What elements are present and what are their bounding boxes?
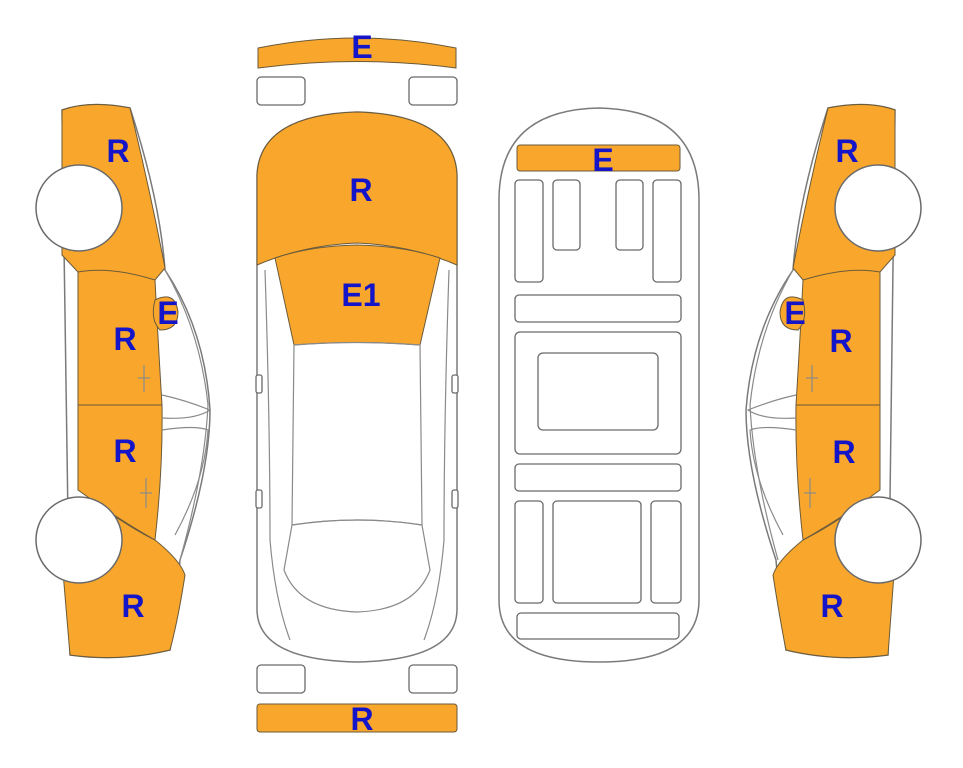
left-rear-door-label: R [113, 433, 136, 469]
top-view: E R E1 R [255, 29, 459, 737]
left-side-roof-line [164, 269, 209, 561]
right-mirror-label: E [784, 295, 805, 331]
interior-front-right-panel [650, 500, 682, 604]
left-mirror[interactable] [152, 296, 179, 331]
right-side-roof-line [749, 269, 794, 561]
front-left-light [256, 76, 306, 106]
windshield-label: E1 [341, 277, 380, 313]
interior-view: E [498, 107, 700, 663]
interior-dashboard [516, 612, 680, 640]
interior-rear-seat-right [615, 179, 644, 251]
left-side-rear-window-line [161, 426, 209, 536]
left-rear-quarter-label: R [121, 588, 144, 624]
right-side-view: R E R R R [745, 103, 922, 659]
left-side-view: R E R R R [35, 103, 212, 659]
right-front-fender-label: R [835, 133, 858, 169]
left-front-fender-label: R [106, 133, 129, 169]
rear-left-light [256, 664, 306, 694]
rear-bumper-label: R [350, 701, 373, 737]
hood[interactable] [256, 111, 458, 266]
trunk-interior-label: E [592, 142, 613, 178]
left-mirror-label: E [157, 295, 178, 331]
top-left-rear-handle [255, 489, 263, 509]
right-rear-quarter-label: R [820, 588, 843, 624]
left-rear-wheel [35, 496, 123, 584]
front-bumper-label: E [351, 29, 372, 65]
interior-middle-panel [537, 352, 659, 431]
top-rear-window [283, 519, 431, 613]
interior-rear-seat-left [552, 179, 581, 251]
interior-rear-right-panel [652, 179, 682, 283]
top-right-mirror [451, 374, 459, 394]
interior-rear-left-panel [514, 179, 544, 283]
hood-label: R [349, 172, 372, 208]
interior-rear-bench [514, 294, 682, 323]
left-front-wheel [35, 164, 123, 252]
trunk-interior-panel[interactable] [516, 144, 681, 172]
right-front-door-label: R [829, 323, 852, 359]
interior-front-bench [514, 463, 682, 492]
interior-front-left-panel [514, 500, 544, 604]
right-side-rear-window-line [749, 426, 797, 536]
rear-right-light [408, 664, 458, 694]
right-front-wheel [834, 164, 922, 252]
top-left-mirror [255, 374, 263, 394]
right-side-window-line [746, 394, 797, 419]
left-front-door[interactable] [77, 269, 163, 406]
right-mirror[interactable] [779, 296, 806, 331]
left-front-door-label: R [113, 321, 136, 357]
right-rear-door-label: R [832, 434, 855, 470]
top-right-rear-handle [451, 489, 459, 509]
front-right-light [408, 76, 458, 106]
right-front-door[interactable] [795, 269, 881, 406]
top-right-pillar-line [423, 269, 450, 641]
right-rear-wheel [834, 496, 922, 584]
front-bumper[interactable] [257, 37, 457, 69]
rear-bumper[interactable] [256, 703, 458, 733]
left-side-window-line [161, 394, 212, 419]
top-left-pillar-line [264, 269, 291, 641]
interior-console [552, 500, 642, 604]
